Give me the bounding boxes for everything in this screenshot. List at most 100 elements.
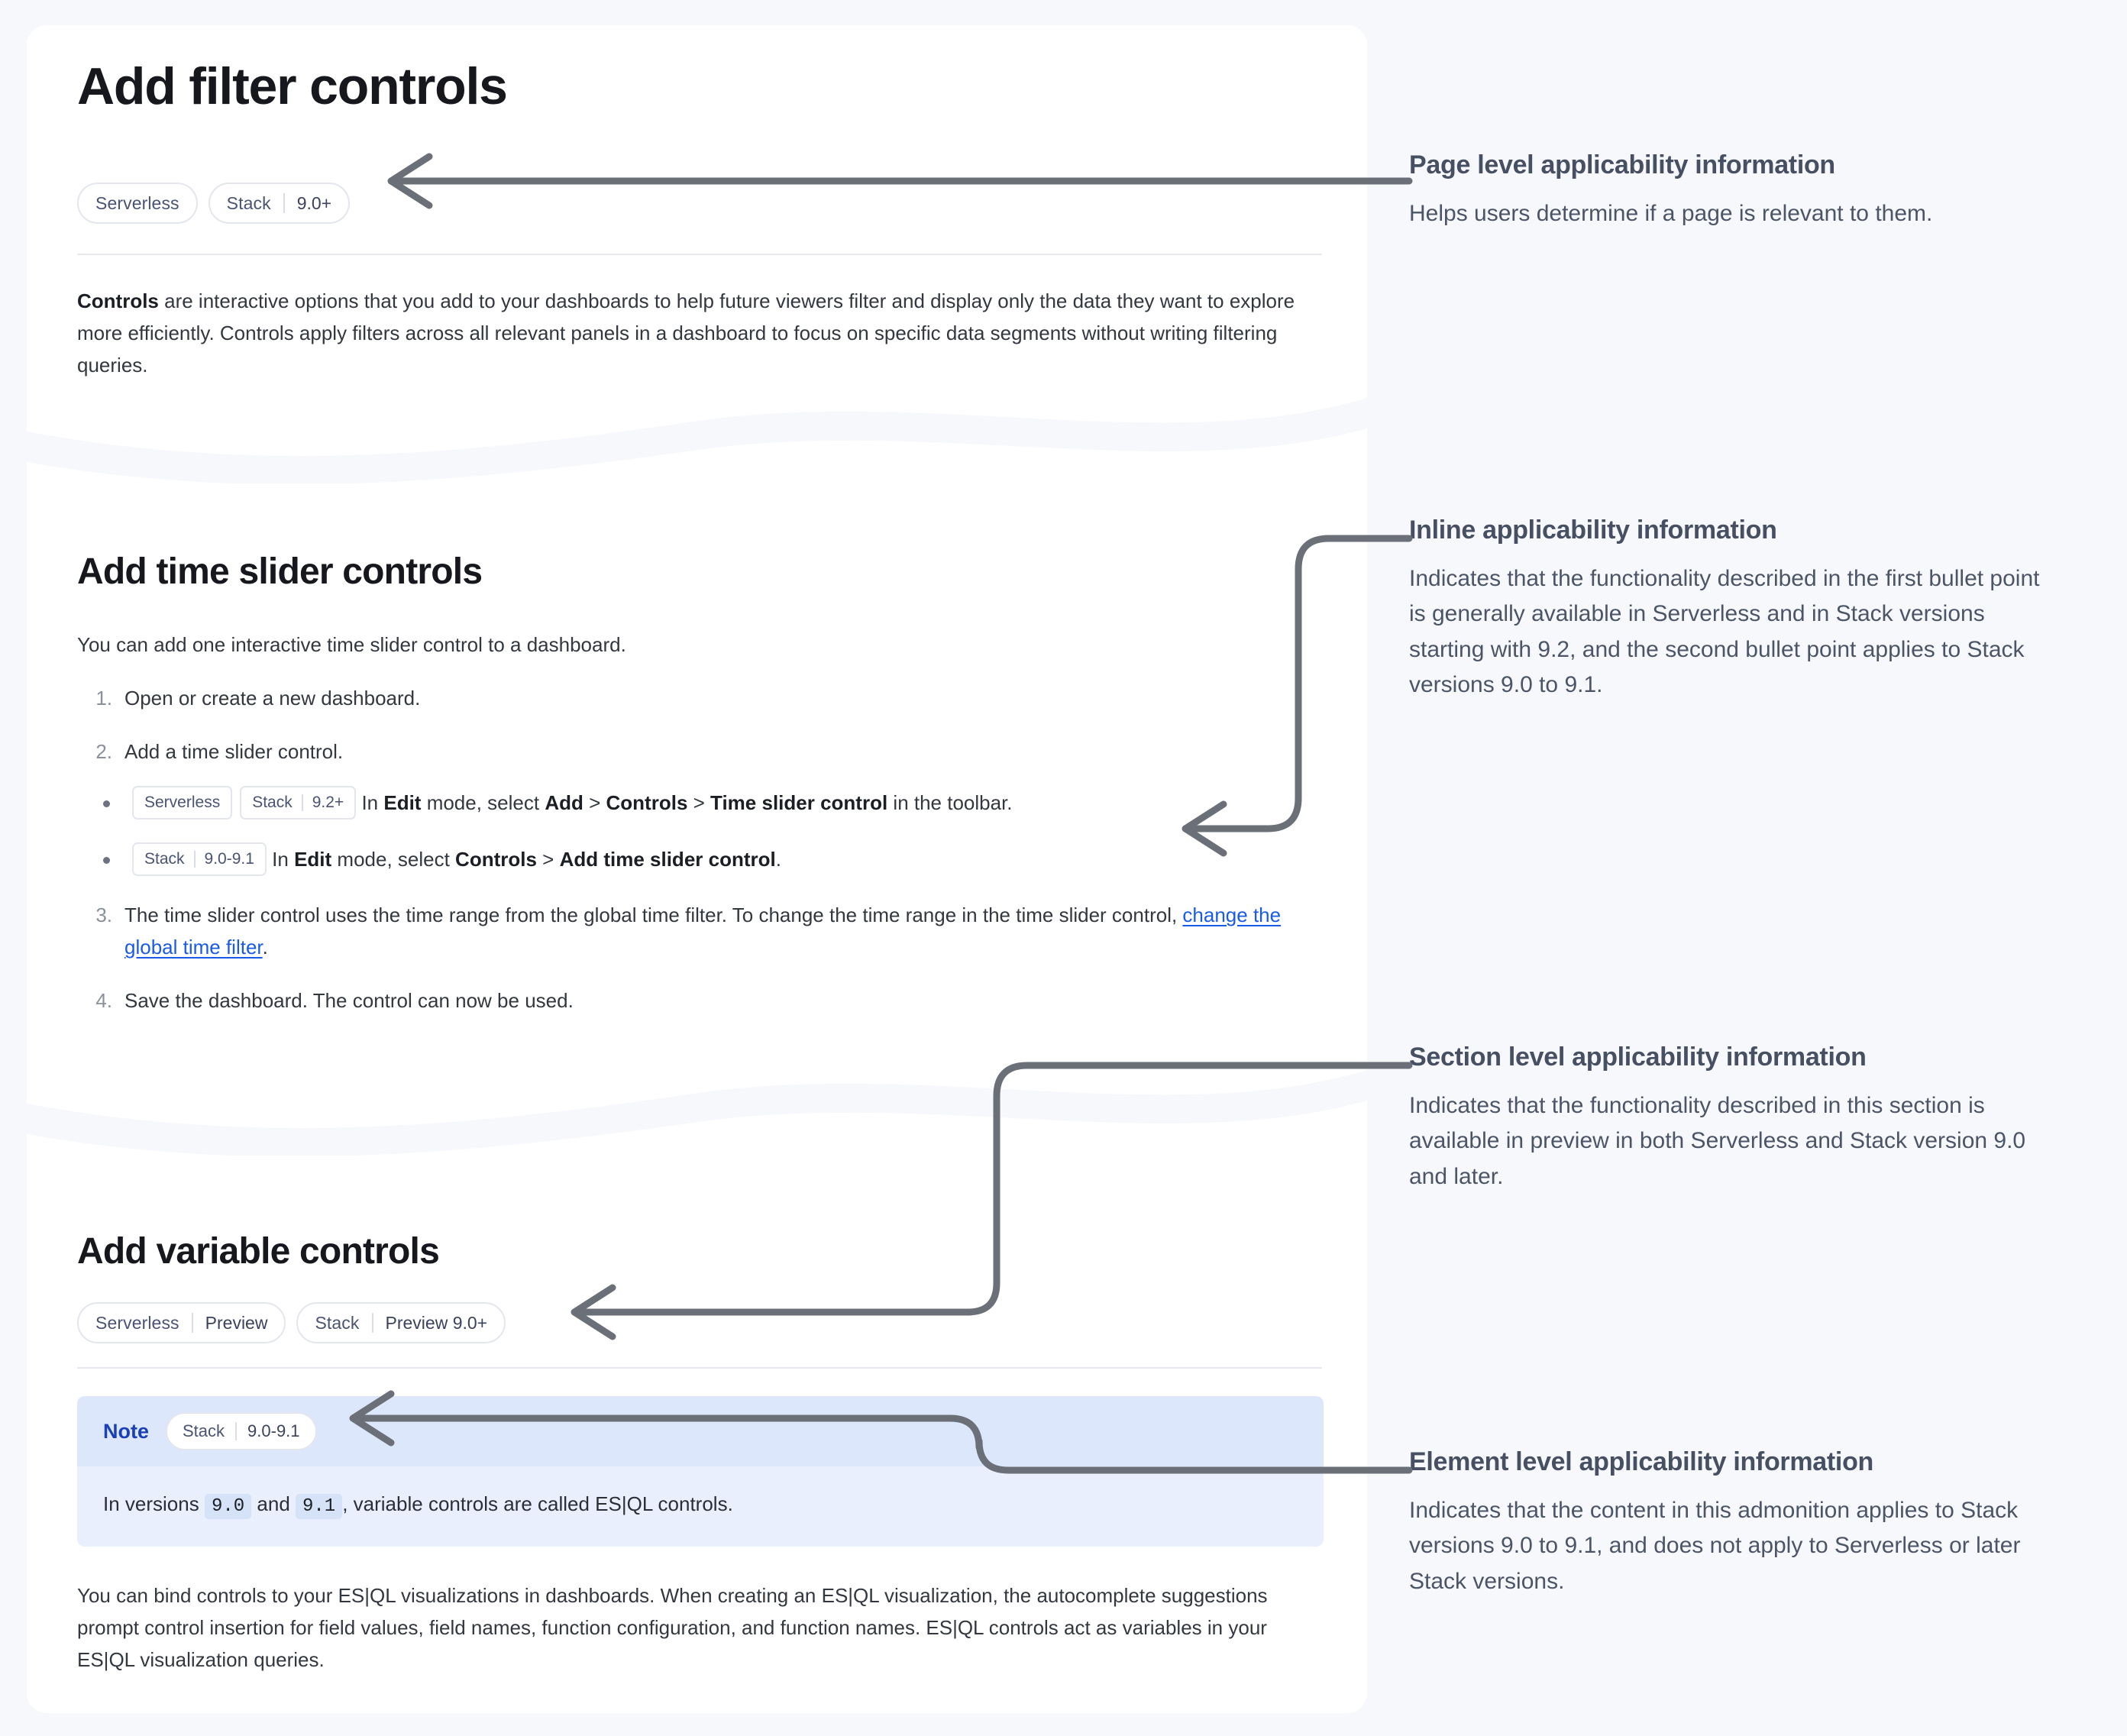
- chip-stack-version: 9.0-9.1: [204, 850, 254, 868]
- note-admonition: Note Stack 9.0-9.1 In versions 9.0 and 9…: [77, 1396, 1324, 1547]
- chip-stack-version: 9.2+: [312, 794, 344, 812]
- note-text-mid: and: [251, 1492, 296, 1515]
- note-badge-separator: [235, 1422, 238, 1440]
- bullet-2-b2: Controls: [455, 848, 537, 871]
- annotation-element-level: Element level applicability information …: [1409, 1447, 2051, 1599]
- bullet-dot-icon: [103, 800, 110, 808]
- step-4: 4. Save the dashboard. The control can n…: [77, 984, 1330, 1017]
- document-column: Add filter controls Serverless Stack 9.0…: [27, 25, 1367, 1713]
- chip-stack-label: Stack: [252, 794, 293, 812]
- step-1: 1. Open or create a new dashboard.: [77, 682, 1330, 714]
- intro-lead-word: Controls: [77, 289, 159, 312]
- badge-separator: [371, 1313, 373, 1333]
- time-slider-steps: 1. Open or create a new dashboard. 2. Ad…: [77, 682, 1330, 1017]
- chip-stack-label: Stack: [144, 850, 185, 868]
- time-slider-intro: You can add one interactive time slider …: [77, 633, 626, 656]
- annotation-section-level-body: Indicates that the functionality describ…: [1409, 1092, 2026, 1189]
- chip-separator: [301, 794, 303, 812]
- annotation-page-level-body: Helps users determine if a page is relev…: [1409, 200, 1933, 226]
- annotation-element-level-body: Indicates that the content in this admon…: [1409, 1497, 2021, 1594]
- bullet-1-b3: Controls: [606, 791, 688, 815]
- step-3: 3. The time slider control uses the time…: [77, 899, 1330, 963]
- badge-stack-label: Stack: [226, 192, 271, 213]
- badge-stack-preview[interactable]: Stack Preview 9.0+: [296, 1302, 506, 1343]
- badge-stack-version: 9.0+: [296, 192, 332, 213]
- annotation-section-level: Section level applicability information …: [1409, 1042, 2051, 1195]
- bullet-2-t2: mode, select: [331, 848, 456, 871]
- bullet-1-t4: >: [687, 791, 711, 815]
- badge-stack-version: Preview 9.0+: [385, 1312, 488, 1333]
- bullet-1-b4: Time slider control: [710, 791, 888, 815]
- annotation-section-level-title: Section level applicability information: [1409, 1043, 1867, 1072]
- bullet-1-b1: Edit: [383, 791, 422, 815]
- step-1-text: Open or create a new dashboard.: [124, 687, 421, 710]
- annotation-column: Page level applicability information Hel…: [1409, 0, 2096, 1736]
- bullet-2-t3: >: [536, 848, 560, 871]
- intro-rest-text: are interactive options that you add to …: [77, 289, 1295, 377]
- chip-serverless-label: Serverless: [144, 794, 221, 812]
- wave-divider-top: [27, 384, 1367, 483]
- step-3-text: The time slider control uses the time ra…: [124, 899, 1330, 963]
- page-applicability-badges: Serverless Stack 9.0+: [77, 183, 351, 224]
- annotation-element-level-title: Element level applicability information: [1409, 1447, 1874, 1476]
- global-time-filter-link[interactable]: change the global time filter: [124, 904, 1282, 959]
- note-badge-version: 9.0-9.1: [247, 1421, 300, 1440]
- bullet-1-t1: In: [361, 791, 384, 815]
- bullet-2-b1: Edit: [294, 848, 332, 871]
- note-badge-stack[interactable]: Stack 9.0-9.1: [166, 1412, 317, 1450]
- badge-serverless-preview[interactable]: Serverless Preview: [77, 1302, 286, 1343]
- step-2-text: Add a time slider control.: [124, 740, 344, 764]
- annotation-page-level-title: Page level applicability information: [1409, 150, 1835, 179]
- step-2-number: 2.: [95, 740, 112, 764]
- badge-separator: [283, 193, 285, 213]
- bullet-1-b2: Add: [545, 791, 583, 815]
- annotation-inline-level-title: Inline applicability information: [1409, 516, 1777, 545]
- note-body: In versions 9.0 and 9.1, variable contro…: [77, 1466, 1324, 1547]
- note-badge-label: Stack: [183, 1421, 225, 1440]
- bullet-2: Stack 9.0-9.1 In Edit mode, select Contro…: [103, 842, 1330, 878]
- badge-serverless[interactable]: Serverless: [77, 183, 198, 224]
- variable-controls-section-title: Add variable controls: [77, 1231, 440, 1272]
- step-2: 2. Add a time slider control. Serverless…: [77, 735, 1330, 878]
- variable-controls-body: You can bind controls to your ES|QL visu…: [77, 1584, 1268, 1672]
- section-divider: [77, 1367, 1322, 1369]
- bullet-1-t3: >: [583, 791, 606, 815]
- chip-stack-9091[interactable]: Stack 9.0-9.1: [132, 842, 267, 877]
- chip-serverless[interactable]: Serverless: [132, 786, 233, 820]
- badge-serverless-label: Serverless: [95, 192, 179, 213]
- bullet-2-b3: Add time slider control: [559, 848, 776, 871]
- wave-divider-bottom: [27, 1056, 1367, 1156]
- note-header: Note Stack 9.0-9.1: [77, 1396, 1324, 1466]
- page-intro-paragraph: Controls are interactive options that yo…: [77, 285, 1327, 381]
- page-title: Add filter controls: [77, 57, 508, 115]
- bullet-2-t4: .: [775, 848, 781, 871]
- note-code-91: 9.1: [296, 1494, 343, 1519]
- chip-separator: [193, 851, 196, 868]
- annotation-inline-level: Inline applicability information Indicat…: [1409, 515, 2051, 703]
- badge-stack-label: Stack: [315, 1312, 360, 1333]
- step-3-tail: .: [262, 936, 268, 959]
- bullet-1: Serverless Stack 9.2+ In Edit mode, select…: [103, 786, 1330, 821]
- note-text-post: , variable controls are called ES|QL con…: [342, 1492, 733, 1515]
- bullet-1-t2: mode, select: [421, 791, 545, 815]
- time-slider-section-card: [27, 468, 1367, 1094]
- bullet-1-t5: in the toolbar.: [887, 791, 1013, 815]
- badge-separator: [191, 1313, 193, 1333]
- section-applicability-badges: Serverless Preview Stack Preview 9.0+: [77, 1302, 506, 1343]
- badge-serverless-version: Preview: [205, 1312, 268, 1333]
- badge-serverless-label: Serverless: [95, 1312, 179, 1333]
- chip-stack-92[interactable]: Stack 9.2+: [240, 786, 357, 820]
- time-slider-section-title: Add time slider controls: [77, 551, 483, 592]
- step-3-number: 3.: [95, 904, 112, 927]
- bullet-2-t1: In: [272, 848, 295, 871]
- note-label: Note: [103, 1419, 149, 1443]
- badge-stack[interactable]: Stack 9.0+: [208, 183, 351, 224]
- annotation-page-level: Page level applicability information Hel…: [1409, 150, 2051, 231]
- bullet-dot-icon: [103, 857, 110, 865]
- bullet-2-text: Stack 9.0-9.1 In Edit mode, select Contro…: [132, 842, 781, 877]
- note-code-90: 9.0: [204, 1494, 252, 1519]
- annotation-inline-level-body: Indicates that the functionality describ…: [1409, 565, 2040, 698]
- step-4-number: 4.: [95, 989, 112, 1013]
